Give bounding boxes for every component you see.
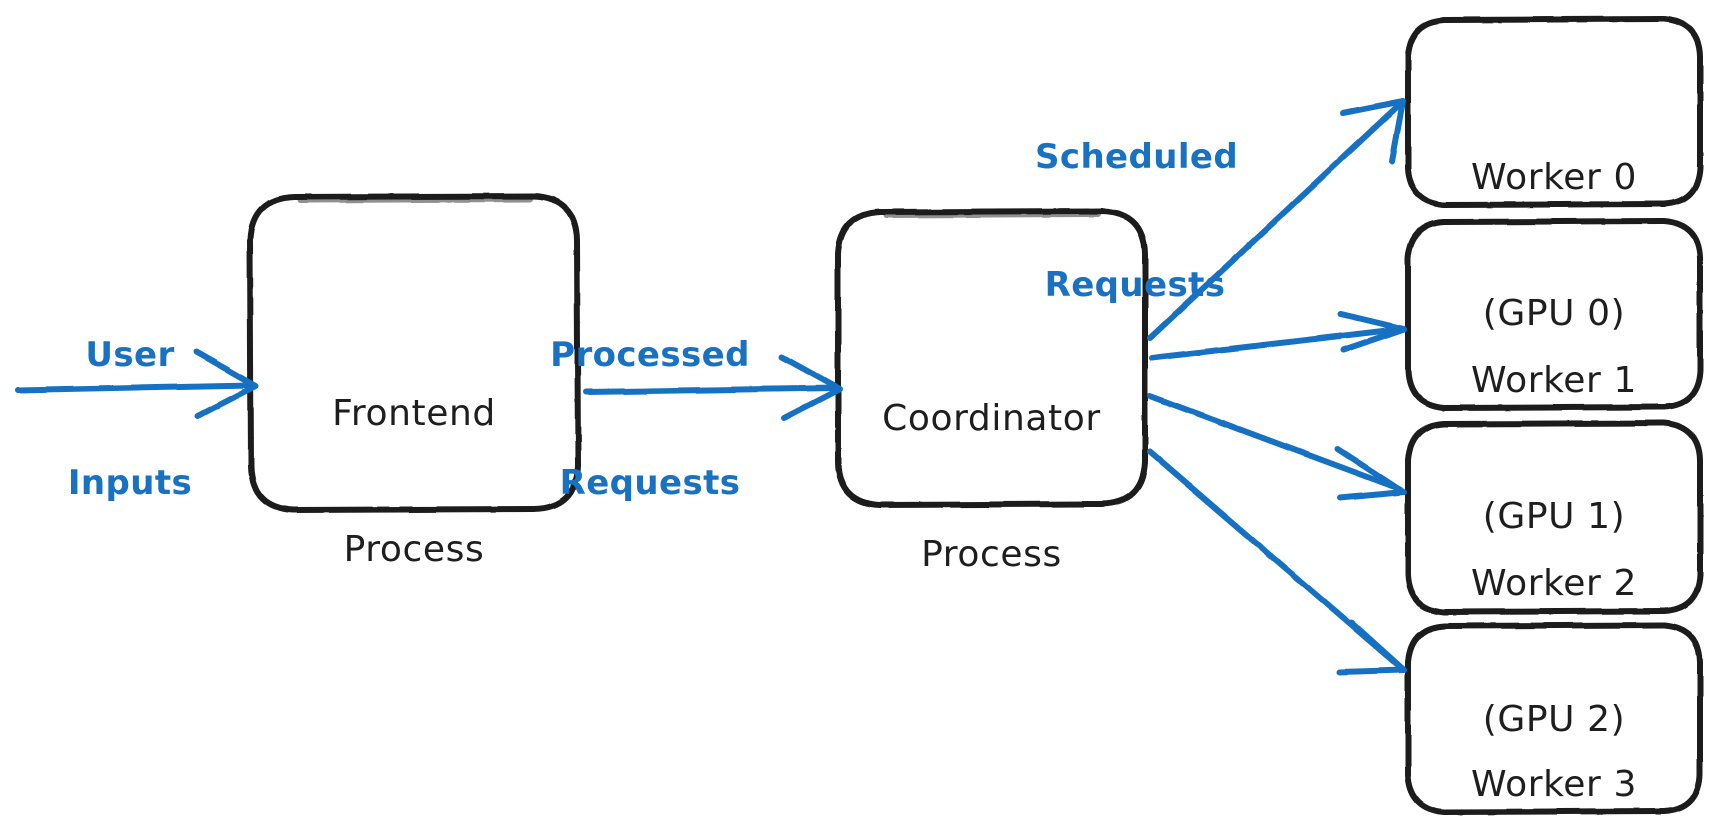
scheduled-requests-arrow-worker-2[interactable] [1147, 393, 1407, 501]
node-outlines [247, 16, 1703, 815]
connector-arrows [15, 98, 1407, 675]
scheduled-requests-arrow-worker-3[interactable] [1147, 449, 1407, 675]
user-inputs-arrow[interactable] [15, 349, 259, 419]
scheduled-requests-arrow-worker-0[interactable] [1147, 98, 1406, 341]
frontend-process-box[interactable] [247, 193, 581, 513]
worker-2-box[interactable] [1405, 420, 1703, 615]
frontend-box-sketch-overstroke [297, 196, 533, 203]
worker-3-box[interactable] [1405, 622, 1703, 815]
coordinator-process-box[interactable] [835, 208, 1148, 508]
worker-1-box[interactable] [1405, 218, 1703, 411]
scheduled-requests-arrow-worker-1[interactable] [1149, 311, 1407, 361]
processed-requests-arrow[interactable] [583, 354, 843, 421]
coordinator-box-sketch-overstroke [883, 211, 1101, 218]
worker-0-box[interactable] [1405, 16, 1703, 208]
